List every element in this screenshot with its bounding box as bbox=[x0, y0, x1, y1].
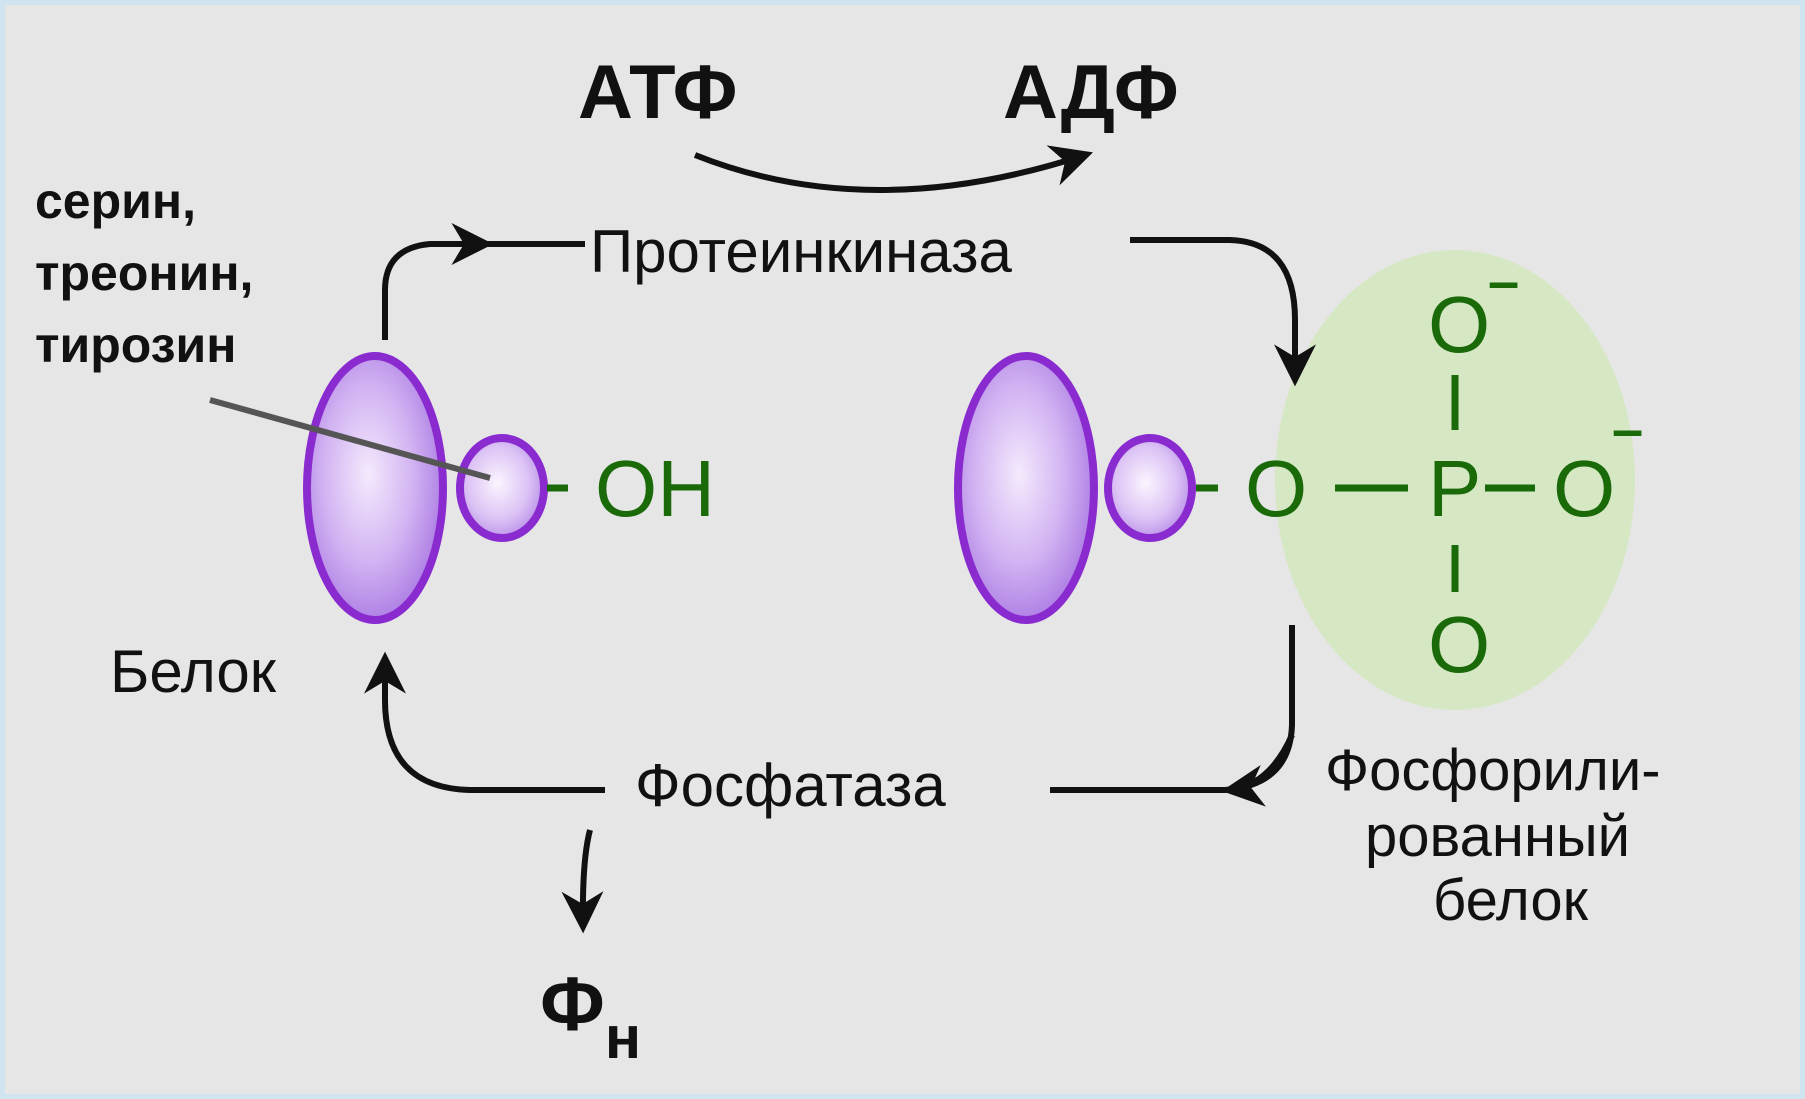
phosphate-subscript: н bbox=[605, 1004, 641, 1071]
phosphatase-arrowhead-in bbox=[1221, 733, 1295, 807]
oxygen-right-label: O bbox=[1553, 444, 1615, 533]
phosphatase-arrow-left bbox=[364, 651, 605, 793]
phosphate-release-arrow bbox=[561, 829, 604, 934]
protein-head-left bbox=[456, 434, 548, 542]
oxygen-bottom-label: O bbox=[1428, 600, 1490, 689]
residue-pointer bbox=[209, 397, 491, 481]
phosphate-main: Ф bbox=[540, 962, 605, 1047]
charge-right: – bbox=[1612, 397, 1643, 460]
residue-label-2: треонин, bbox=[35, 245, 253, 301]
phosphatase-arrow-right bbox=[1050, 625, 1295, 793]
phospho-protein-label-3: белок bbox=[1433, 868, 1589, 933]
atp-label: АТФ bbox=[578, 50, 738, 135]
hydroxyl-label: OH bbox=[595, 444, 715, 533]
charge-top: – bbox=[1488, 249, 1519, 312]
phosphatase-label: Фосфатаза bbox=[635, 752, 946, 819]
protein-label: Белок bbox=[110, 638, 277, 705]
phospho-protein-label-2: рованный bbox=[1365, 804, 1630, 869]
phosphate-halo bbox=[1275, 250, 1635, 710]
residue-label-1: серин, bbox=[35, 173, 196, 229]
protein-body-right bbox=[954, 352, 1098, 624]
oxygen-top-label: O bbox=[1428, 280, 1490, 369]
phosphorus-label: P bbox=[1428, 444, 1481, 533]
phosphate-label: Фн bbox=[540, 962, 641, 1071]
protein-head-right bbox=[1104, 434, 1196, 542]
kinase-label: Протеинкиназа bbox=[590, 218, 1012, 285]
protein-body-left bbox=[303, 352, 447, 624]
adp-label: АДФ bbox=[1003, 50, 1179, 135]
residue-label-3: тирозин bbox=[35, 317, 236, 373]
kinase-arrow-right bbox=[1130, 237, 1316, 387]
bridge-oxygen-label: O bbox=[1245, 444, 1307, 533]
kinase-arrow-left bbox=[382, 223, 494, 340]
phospho-protein-label-1: Фосфорили- bbox=[1325, 738, 1661, 803]
atp-adp-arrow bbox=[693, 145, 1093, 193]
